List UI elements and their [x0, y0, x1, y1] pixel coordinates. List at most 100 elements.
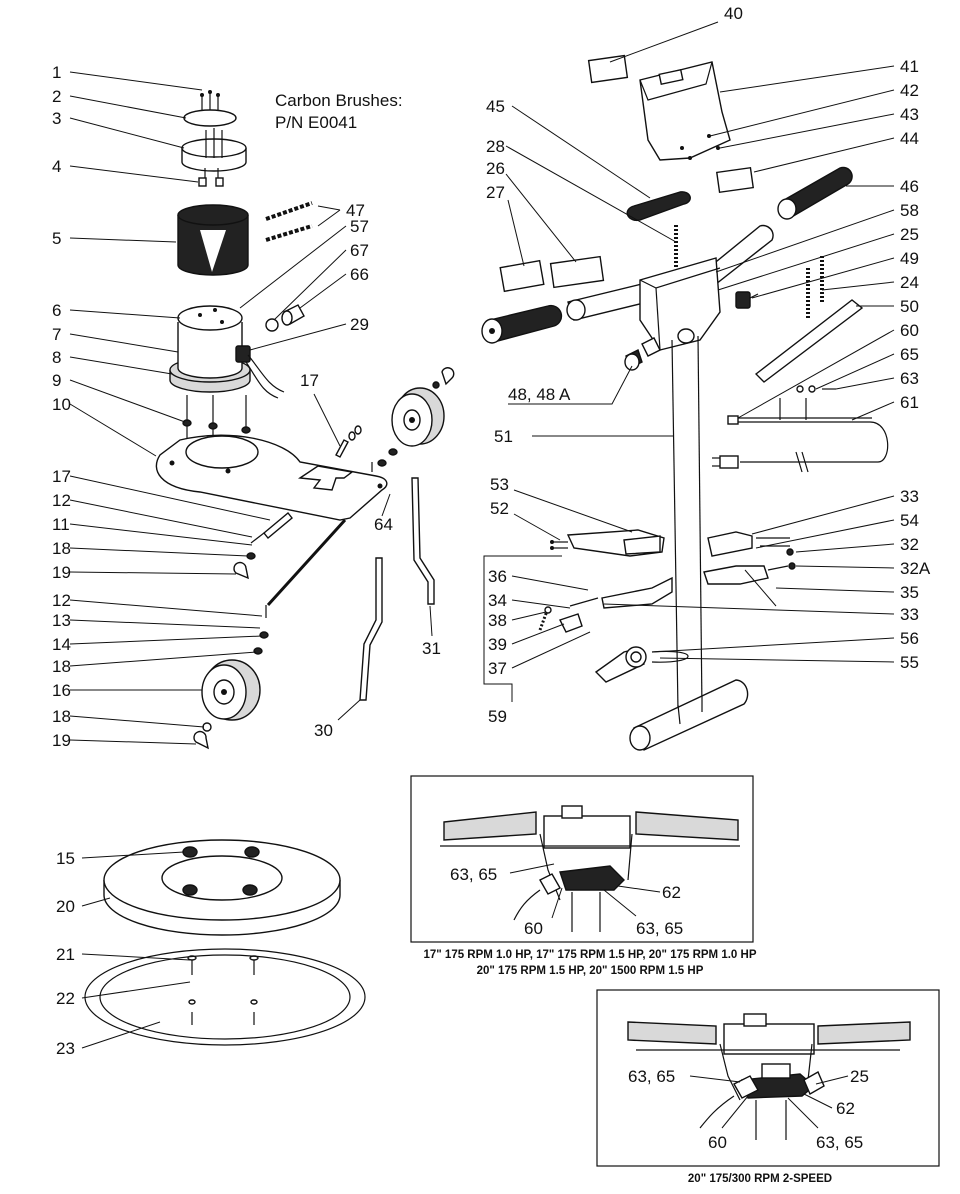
- callout-43: 43: [900, 105, 919, 124]
- part-61-cord: [712, 398, 889, 473]
- callout-8: 8: [52, 348, 61, 367]
- callout-51: 51: [494, 427, 513, 446]
- callout-48: 48, 48 A: [508, 385, 571, 404]
- part-45-clip: [626, 191, 691, 222]
- callout-34: 34: [488, 591, 507, 610]
- callout-31: 31: [422, 639, 441, 658]
- callout-labels: 1 2 3 4 5 6 7 8 9 10 17 12 11 18 19 12 1…: [52, 4, 931, 1058]
- callout-55: 55: [900, 653, 919, 672]
- part-48-switch: [624, 337, 661, 371]
- part-4-nuts: [198, 168, 224, 187]
- callout-17a: 17: [52, 467, 71, 486]
- callout-46: 46: [900, 177, 919, 196]
- part-59-group: [538, 576, 673, 633]
- callout-18c: 18: [52, 707, 71, 726]
- callout-44: 44: [900, 129, 919, 148]
- callout-64: 64: [374, 515, 393, 534]
- inset1-label-62: 62: [662, 883, 681, 902]
- callout-59: 59: [488, 707, 507, 726]
- callout-17b: 17: [300, 371, 319, 390]
- callout-50: 50: [900, 297, 919, 316]
- part-21-22-fasteners: [187, 955, 259, 1025]
- callout-24: 24: [900, 273, 919, 292]
- callout-39: 39: [488, 635, 507, 654]
- callout-54: 54: [900, 511, 919, 530]
- callout-5: 5: [52, 229, 61, 248]
- part-44-label: [715, 166, 755, 194]
- part-3-end-cap: [181, 128, 247, 172]
- callout-52: 52: [490, 499, 509, 518]
- part-46-grip: [777, 166, 853, 220]
- callout-14: 14: [52, 635, 71, 654]
- callout-67: 67: [350, 241, 369, 260]
- inset2-label-62: 62: [836, 1099, 855, 1118]
- inset1-label-63-65-a: 63, 65: [450, 865, 497, 884]
- callout-60: 60: [900, 321, 919, 340]
- part-27-plate: [499, 259, 545, 293]
- inset1-label-60: 60: [524, 919, 543, 938]
- callout-7: 7: [52, 325, 61, 344]
- part-55-56-cord-clamp: [594, 646, 689, 683]
- callout-37: 37: [488, 659, 507, 678]
- part-49-switch: [735, 291, 759, 309]
- part-42-43-screws: [680, 134, 720, 160]
- callout-20: 20: [56, 897, 75, 916]
- callout-23: 23: [56, 1039, 75, 1058]
- part-46-left-grip: [481, 304, 563, 344]
- callout-47: 47: [346, 201, 365, 220]
- callout-57: 57: [350, 217, 369, 236]
- carbon-brushes-note-line1: Carbon Brushes:: [275, 91, 403, 110]
- callout-32: 32: [900, 535, 919, 554]
- inset-1: 63, 65 62 60 63, 65 17" 175 RPM 1.0 HP, …: [410, 775, 757, 977]
- inset2-caption: 20" 175/300 RPM 2-SPEED: [688, 1173, 832, 1185]
- part-41-switch-cover: [639, 61, 731, 161]
- part-16-wheel: [193, 659, 261, 750]
- part-20-pad-driver: [103, 839, 341, 936]
- part-47-carbon-brushes: [265, 201, 313, 242]
- part-50-lever-bar: [754, 299, 864, 383]
- part-17-pin: [335, 425, 362, 458]
- callout-65: 65: [900, 345, 919, 364]
- part-10-base-plate: [155, 434, 388, 521]
- callout-12b: 12: [52, 591, 71, 610]
- part-2-gasket: [183, 109, 237, 127]
- inset1-caption-line2: 20" 175 RPM 1.5 HP, 20" 1500 RPM 1.5 HP: [477, 965, 704, 977]
- part-26-block: [549, 255, 605, 289]
- part-53-bracket: [550, 529, 665, 557]
- pad-driver-assembly: [84, 839, 366, 1046]
- callout-49: 49: [900, 249, 919, 268]
- callout-56: 56: [900, 629, 919, 648]
- inset1-label-63-65-b: 63, 65: [636, 919, 683, 938]
- part-23-clutch-plate: [84, 948, 366, 1046]
- callout-6: 6: [52, 301, 61, 320]
- inset1-caption-line1: 17" 175 RPM 1.0 HP, 17" 175 RPM 1.5 HP, …: [423, 949, 756, 961]
- inset2-label-60: 60: [708, 1133, 727, 1152]
- callout-21: 21: [56, 945, 75, 964]
- callout-2: 2: [52, 87, 61, 106]
- part-63-65-fasteners: [796, 385, 836, 393]
- callout-13: 13: [52, 611, 71, 630]
- callout-61: 61: [900, 393, 919, 412]
- callout-45: 45: [486, 97, 505, 116]
- callout-19a: 19: [52, 563, 71, 582]
- motor-assembly: [155, 90, 455, 750]
- callout-19b: 19: [52, 731, 71, 750]
- inset2-label-63-65-b: 63, 65: [816, 1133, 863, 1152]
- callout-32a: 32A: [900, 559, 931, 578]
- callout-28: 28: [486, 137, 505, 156]
- part-5-field-ring: [177, 204, 249, 276]
- callout-33a: 33: [900, 487, 919, 506]
- callout-15: 15: [56, 849, 75, 868]
- callout-33b: 33: [900, 605, 919, 624]
- part-66-bushing: [281, 304, 305, 326]
- callout-4: 4: [52, 157, 61, 176]
- axle-assembly: [233, 512, 347, 655]
- inset2-label-25: 25: [850, 1067, 869, 1086]
- part-25-control-box: [639, 257, 721, 351]
- callout-27: 27: [486, 183, 505, 202]
- handle-base-foot: [629, 679, 749, 751]
- callout-53: 53: [490, 475, 509, 494]
- callout-22: 22: [56, 989, 75, 1008]
- callout-29: 29: [350, 315, 369, 334]
